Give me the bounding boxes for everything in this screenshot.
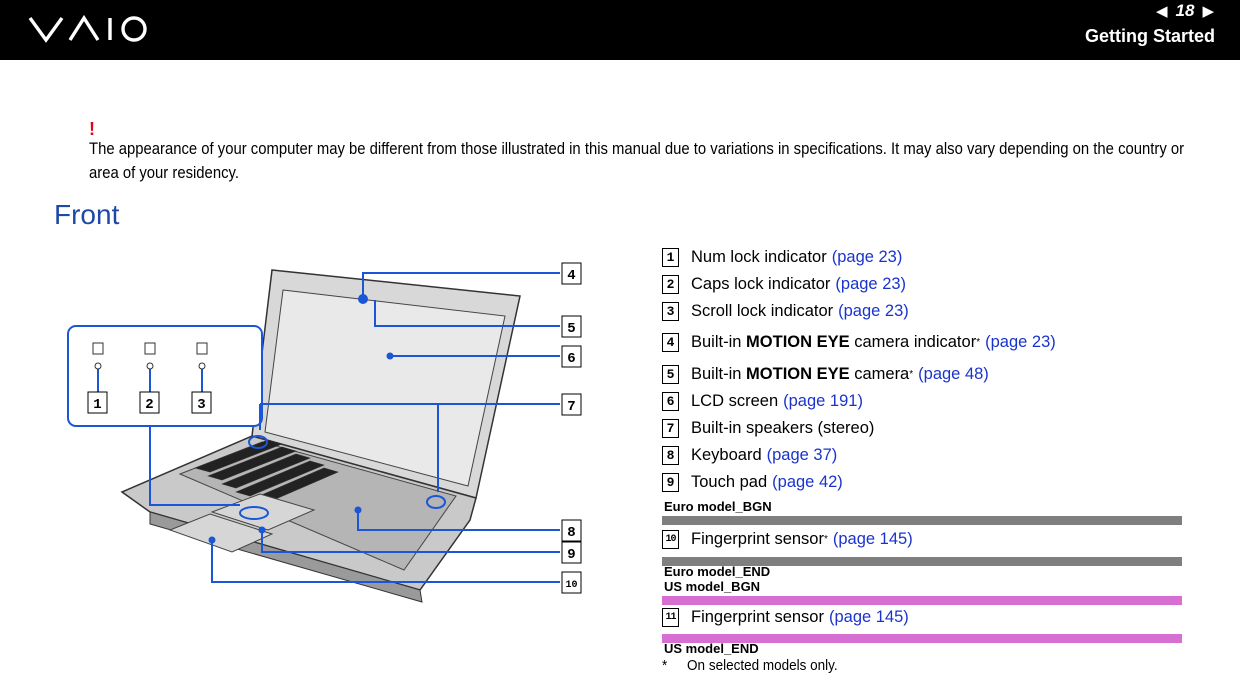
item-number: 7 <box>662 419 679 438</box>
euro-model-begin-marker: Euro model_BGN <box>664 499 772 514</box>
item-number: 11 <box>662 608 679 627</box>
warning-icon: ! <box>89 119 95 139</box>
list-item: 3 Scroll lock indicator (page 23) <box>662 302 909 321</box>
item-number: 5 <box>662 365 679 384</box>
next-page-arrow-icon[interactable]: ▶ <box>1202 2 1214 20</box>
section-title: Getting Started <box>1084 26 1215 46</box>
item-prefix: Built-in <box>691 365 742 383</box>
page-link[interactable]: (page 145) <box>832 530 913 548</box>
footnote-text: On selected models only. <box>687 657 838 674</box>
item-number: 1 <box>662 248 679 267</box>
item-number: 10 <box>662 530 679 549</box>
section-heading: Front <box>54 199 120 230</box>
callout-6: 6 <box>567 351 575 367</box>
list-item: 7 Built-in speakers (stereo) <box>662 419 874 438</box>
item-number: 4 <box>662 333 679 352</box>
item-number: 2 <box>662 275 679 294</box>
item-number: 9 <box>662 473 679 492</box>
item-number: 8 <box>662 446 679 465</box>
item-bold-label: MOTION EYE <box>746 365 850 383</box>
item-label: Num lock indicator <box>691 248 827 266</box>
item-label: camera indicator <box>854 333 977 351</box>
callout-9: 9 <box>567 547 575 563</box>
list-item: 9 Touch pad (page 42) <box>662 473 843 492</box>
footnote: * On selected models only. <box>662 657 838 674</box>
item-prefix: Built-in <box>691 333 742 351</box>
list-item: 8 Keyboard (page 37) <box>662 446 837 465</box>
page-header: ◀ 18 ▶ Getting Started <box>0 0 1240 60</box>
callout-5: 5 <box>567 321 575 337</box>
item-bold-label: MOTION EYE <box>746 333 850 351</box>
previous-page-arrow-icon[interactable]: ◀ <box>1155 2 1168 20</box>
list-item: 2 Caps lock indicator (page 23) <box>662 275 906 294</box>
item-label: camera <box>854 365 910 383</box>
item-label: Caps lock indicator <box>691 275 831 293</box>
item-label: Fingerprint sensor <box>691 530 824 548</box>
notice-text: The appearance of your computer may be d… <box>89 140 1185 182</box>
list-item: 10 Fingerprint sensor* (page 145) <box>662 530 913 549</box>
page-link[interactable]: (page 48) <box>918 365 989 383</box>
item-label: Fingerprint sensor <box>691 608 824 626</box>
list-item: 4 Built-in MOTION EYE camera indicator* … <box>662 333 1056 352</box>
list-item: 11 Fingerprint sensor (page 145) <box>662 608 909 627</box>
laptop-front-illustration: 1 2 3 4 5 6 7 8 9 10 <box>67 262 582 603</box>
list-item: 6 LCD screen (page 191) <box>662 392 863 411</box>
page-link[interactable]: (page 191) <box>783 392 863 410</box>
us-model-begin-marker: US model_BGN <box>664 579 761 594</box>
footnote-star: * <box>662 657 668 674</box>
page-navigation: ◀ 18 ▶ <box>1156 0 1214 22</box>
item-number: 3 <box>662 302 679 321</box>
us-model-band <box>662 596 1182 605</box>
euro-model-end-marker: Euro model_END <box>664 564 771 579</box>
callout-10: 10 <box>565 580 577 591</box>
item-label: Scroll lock indicator <box>691 302 834 320</box>
page-link[interactable]: (page 23) <box>838 302 909 320</box>
page-link[interactable]: (page 145) <box>828 608 909 626</box>
page-link[interactable]: (page 23) <box>985 333 1056 351</box>
euro-model-band <box>662 557 1182 566</box>
list-item: 5 Built-in MOTION EYE camera* (page 48) <box>662 365 989 384</box>
item-label: Touch pad <box>691 473 768 491</box>
callout-8: 8 <box>567 525 575 541</box>
callout-4: 4 <box>567 268 575 284</box>
us-model-end-marker: US model_END <box>664 641 759 656</box>
callout-2: 2 <box>145 397 153 413</box>
page-link[interactable]: (page 23) <box>835 275 907 293</box>
callout-3: 3 <box>197 397 205 413</box>
page-link[interactable]: (page 42) <box>772 473 843 491</box>
list-item: 1 Num lock indicator (page 23) <box>662 248 902 267</box>
euro-model-band <box>662 516 1182 525</box>
item-number: 6 <box>662 392 679 411</box>
page-link[interactable]: (page 23) <box>831 248 903 266</box>
item-label: Keyboard <box>691 446 762 464</box>
item-label: Built-in speakers (stereo) <box>691 419 875 437</box>
item-label: LCD screen <box>691 392 779 410</box>
page-link[interactable]: (page 37) <box>766 446 838 464</box>
vaio-logo <box>28 14 147 43</box>
callout-7: 7 <box>567 399 575 415</box>
page-number: 18 <box>1175 1 1195 20</box>
us-model-band <box>662 634 1182 643</box>
callout-1: 1 <box>93 397 101 413</box>
